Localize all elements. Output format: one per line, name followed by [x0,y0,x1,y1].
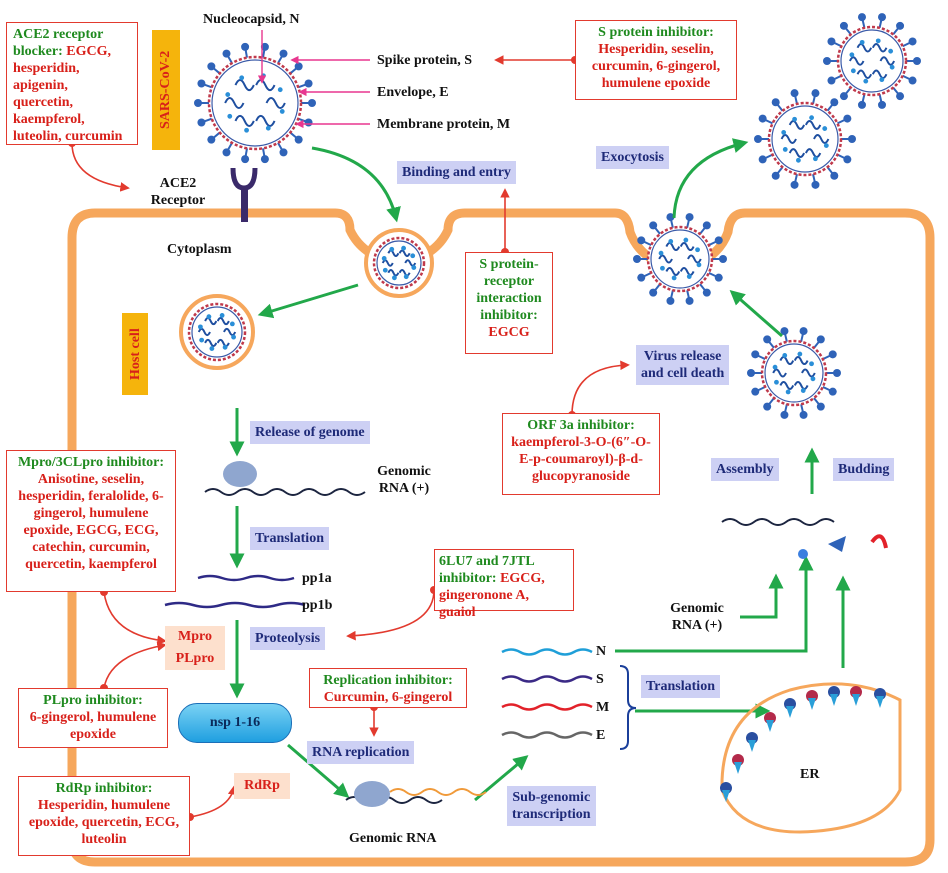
er-membrane [720,682,902,834]
step-exocytosis: Exocytosis [596,146,669,169]
arrow-virion-to-exit [729,290,783,338]
assembly-rna-strand [721,518,835,526]
step-translation-1: Translation [250,527,329,550]
er-label: ER [800,767,820,782]
inhibitor-s-receptor: S protein-receptor interaction inhibitor… [465,252,553,354]
spike-label: Spike protein, S [377,53,473,68]
arrow-genomic-rna-up [740,573,784,619]
virion-exocytosis-1 [823,13,921,109]
assembly-m-protein [870,534,888,549]
nsp-capsule: nsp 1-16 [178,703,292,743]
virion-budding-exo [633,213,727,305]
ace2-receptor-shape [230,167,258,191]
ribosome-2 [354,781,390,807]
ace2-receptor-stem [241,186,248,222]
virion-exocytosis-2 [754,89,856,189]
sg-rna-n [501,648,593,656]
sg-n-label: N [596,644,607,659]
plpro-enzyme: PLpro [165,648,225,670]
mpro-enzyme: Mpro [165,626,225,648]
arrow-n-to-assembly [615,555,814,653]
virus-title-badge: SARS-CoV-2 [152,30,180,150]
pp1a-label: pp1a [302,571,332,586]
endosome-entry-virion [372,236,426,290]
virion-assembled [747,327,841,419]
ace2-receptor-label: ACE2 Receptor [150,176,206,208]
endosome-inside-virion [187,302,247,362]
host-cell-badge: Host cell [122,313,148,395]
pp1b-strand [164,601,306,609]
step-translation-2: Translation [641,675,720,698]
genomic-rna-orange [389,788,487,796]
sg-bracket [619,665,637,750]
sg-m-label: M [596,700,610,715]
arrow-nsp-to-rna [287,743,350,798]
membrane-label: Membrane protein, M [377,117,511,132]
sg-e-label: E [596,728,606,743]
er-ribosomes [720,686,886,802]
genomic-rna-strand-1 [204,488,366,496]
pp1b-label: pp1b [302,598,333,613]
inhibitor-orf3a: ORF 3a inhibitor:kaempferol-3-O-(6″-O-E-… [502,413,660,495]
step-binding-entry: Binding and entry [397,161,516,184]
step-proteolysis: Proteolysis [250,627,326,650]
assembly-spike [828,536,846,552]
sg-rna-m [501,703,593,711]
rdrp-enzyme: RdRp [234,773,290,799]
nucleocapsid-label: Nucleocapsid, N [203,12,300,27]
step-rna-replication: RNA replication [307,741,415,764]
step-budding: Budding [833,458,895,481]
envelope-label: Envelope, E [377,85,449,100]
inhibitor-mpro: Mpro/3CLpro inhibitor: Anisotine, seseli… [6,450,176,592]
inhibitor-rdrp: RdRp inhibitor:Hesperidin, humulene epox… [18,776,190,856]
step-release-genome: Release of genome [250,421,370,444]
virion-top [194,42,316,164]
sg-s-label: S [596,672,604,687]
inhibitor-6lu7: 6LU7 and 7JTL inhibitor: EGCG, gingerono… [434,549,574,620]
step-assembly: Assembly [711,458,779,481]
genomic-rna-label: Genomic RNA [349,831,437,846]
cytoplasm-label: Cytoplasm [167,242,232,257]
arrow-virus-to-entry [311,146,401,223]
inhibitor-s-protein: S protein inhibitor:Hesperidin, seselin,… [575,20,737,100]
pp1a-strand [197,574,295,582]
arrow-entry-to-endosome [257,283,359,319]
arrow-exocytosis [672,138,749,219]
inhibitor-ace2: ACE2 receptor blocker: EGCG, hesperidin,… [6,22,138,145]
inhibitor-replication: Replication inhibitor:Curcumin, 6-ginger… [309,668,467,708]
assembly-n-protein [798,549,808,559]
sg-rna-s [501,675,593,683]
inhibitor-plpro: PLpro inhibitor:6-gingerol, humulene epo… [18,688,168,748]
sg-rna-e [501,731,593,739]
ribosome-1 [223,461,257,487]
